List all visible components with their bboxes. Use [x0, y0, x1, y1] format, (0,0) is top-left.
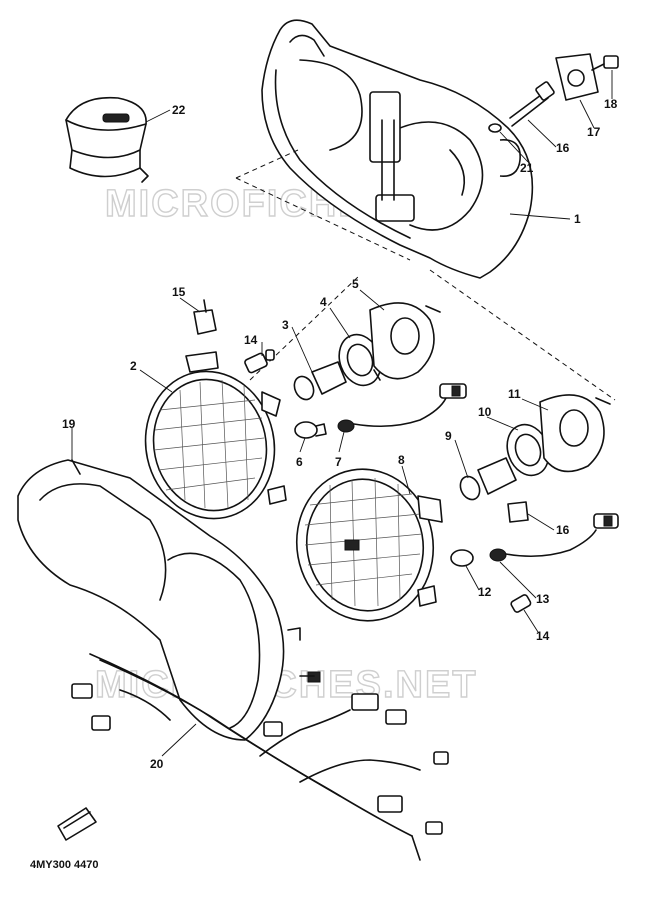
callout-19: 19	[62, 417, 76, 431]
callout-22: 22	[172, 103, 186, 117]
part-16-adjust-screw-top	[509, 81, 555, 127]
callout-21: 21	[520, 161, 534, 175]
part-10-right-socket-ring	[506, 423, 550, 477]
part-14-adjust-screw-upper	[244, 349, 275, 374]
callout-9: 9	[445, 429, 452, 443]
part-17-bracket	[555, 53, 599, 101]
part-5-left-bulb-holder	[369, 302, 441, 381]
callout-15: 15	[172, 285, 186, 299]
part-22-socket-cap	[65, 96, 149, 183]
part-1-headlight-housing	[235, 19, 616, 401]
wire-clip-icon	[57, 807, 97, 841]
callout-16-lower: 16	[556, 523, 570, 537]
callout-20: 20	[150, 757, 164, 771]
part-15-clip	[193, 299, 217, 335]
callout-14-upper: 14	[244, 333, 258, 347]
part-6-position-bulb	[294, 421, 327, 439]
callout-5: 5	[352, 277, 359, 291]
part-14-adjust-screw-lower	[510, 594, 532, 613]
part-8-right-headlight-unit	[295, 468, 443, 622]
part-12-position-bulb	[450, 549, 474, 567]
callout-13: 13	[536, 592, 550, 606]
part-11-right-bulb-holder	[539, 394, 611, 473]
part-21-spring	[488, 123, 502, 133]
part-16-clip-lower	[507, 501, 529, 523]
callout-10: 10	[478, 405, 492, 419]
callout-7: 7	[335, 455, 342, 469]
part-19-headlight-rim	[17, 459, 301, 741]
callout-1: 1	[574, 212, 581, 226]
callout-18: 18	[604, 97, 618, 111]
callout-8: 8	[398, 453, 405, 467]
leader-lines	[71, 70, 613, 757]
callout-14-lower: 14	[536, 629, 550, 643]
drawing-code: 4MY300 4470	[30, 859, 99, 871]
callouts: 1 2 3 4 5 6 7 8 9 10 11 12 13 14 14 15 1…	[62, 97, 618, 771]
part-3-left-bulb	[293, 361, 347, 401]
callout-17: 17	[587, 125, 601, 139]
callout-4: 4	[320, 295, 327, 309]
part-2-left-headlight-unit	[144, 351, 287, 520]
callout-11: 11	[508, 387, 521, 401]
part-7-bulb-socket-wire	[337, 383, 467, 433]
callout-6: 6	[296, 455, 303, 469]
callout-3: 3	[282, 318, 289, 332]
callout-2: 2	[130, 359, 137, 373]
part-18-bolt	[591, 55, 619, 71]
callout-12: 12	[478, 585, 492, 599]
part-9-right-bulb	[459, 457, 517, 501]
callout-16-top: 16	[556, 141, 570, 155]
part-20-wiring-harness	[71, 653, 449, 861]
watermark-bottom: MICROFICHES.NET	[95, 664, 478, 706]
part-13-bulb-socket-wire	[489, 513, 619, 562]
